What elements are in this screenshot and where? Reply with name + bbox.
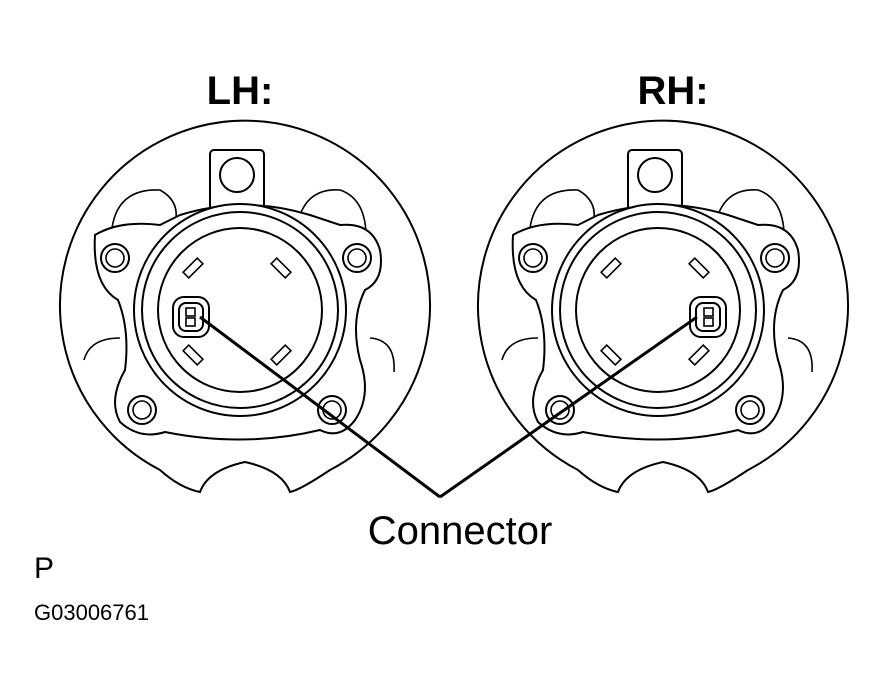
lh-hub-outer-ring xyxy=(133,203,347,417)
rh-slot-bottom-left xyxy=(599,343,623,367)
lh-bolt-hole-lower-right xyxy=(317,395,347,425)
rh-bolt-hole-lower-right-inner xyxy=(740,400,760,420)
lh-bolt-hole-lower-left xyxy=(127,395,157,425)
lh-lobe-upper-right xyxy=(299,189,367,233)
connector-callout: Connector xyxy=(368,509,553,553)
rh-lobe-upper-right xyxy=(717,189,785,233)
lh-slot-bottom-left xyxy=(181,343,205,367)
rh-bolt-hole-lower-right xyxy=(735,395,765,425)
rh-bolt-hole-upper-right-inner xyxy=(765,248,785,268)
rh-hub-assembly xyxy=(477,119,849,494)
lh-lobe-lower-left xyxy=(83,337,121,361)
lh-title: LH: xyxy=(207,69,274,113)
lh-hub-mid-ring xyxy=(141,211,339,409)
rh-bolt-hole-upper-left-inner xyxy=(523,248,543,268)
rh-slot-top-left xyxy=(599,256,623,280)
lh-slot-top-right xyxy=(269,256,293,280)
rh-bolt-hole-lower-left-inner xyxy=(550,400,570,420)
rh-slot-top-right xyxy=(687,256,711,280)
lh-slot-top-left xyxy=(181,256,205,280)
rh-connector-pin-2 xyxy=(703,317,714,327)
rh-leader-line xyxy=(439,315,698,499)
lh-bolt-hole-upper-right xyxy=(342,243,372,273)
lh-lobe-upper-left xyxy=(111,189,177,229)
lh-bolt-hole-lower-left-inner xyxy=(132,400,152,420)
lh-bolt-hole-upper-left-inner xyxy=(105,248,125,268)
lh-connector-pin-1 xyxy=(185,307,196,317)
lh-hub-inner-ring xyxy=(157,227,323,393)
lh-connector-body xyxy=(172,296,210,338)
rh-hub-mid-ring xyxy=(559,211,757,409)
lh-connector-pin-2 xyxy=(185,317,196,327)
lh-leader-line xyxy=(199,315,441,499)
lh-connector-inner xyxy=(178,302,204,332)
corner-mark: P xyxy=(34,552,54,585)
rh-connector-pin-1 xyxy=(703,307,714,317)
lh-sensor-slots xyxy=(181,256,293,367)
lh-hub-assembly xyxy=(59,119,431,494)
rh-bolt-hole-upper-right xyxy=(760,243,790,273)
rh-lobe-lower-right xyxy=(787,337,813,373)
lh-lobe-lower-right xyxy=(369,337,395,373)
lh-top-boss-hole xyxy=(219,157,255,193)
rh-hub-outer-ring xyxy=(551,203,765,417)
lh-slot-bottom-right xyxy=(269,343,293,367)
lh-bolt-hole-upper-left xyxy=(100,243,130,273)
rh-title: RH: xyxy=(637,69,708,113)
figure-code: G03006761 xyxy=(34,600,149,625)
rh-hub-inner-ring xyxy=(575,227,741,393)
rh-connector-body xyxy=(689,296,727,338)
rh-bolt-hole-upper-left xyxy=(518,243,548,273)
rh-sensor-slots xyxy=(599,256,711,367)
rh-lobe-upper-left xyxy=(529,189,595,229)
lh-bolt-hole-upper-right-inner xyxy=(347,248,367,268)
rh-slot-bottom-right xyxy=(687,343,711,367)
rh-lobe-lower-left xyxy=(501,337,539,361)
rh-top-boss-hole xyxy=(637,157,673,193)
